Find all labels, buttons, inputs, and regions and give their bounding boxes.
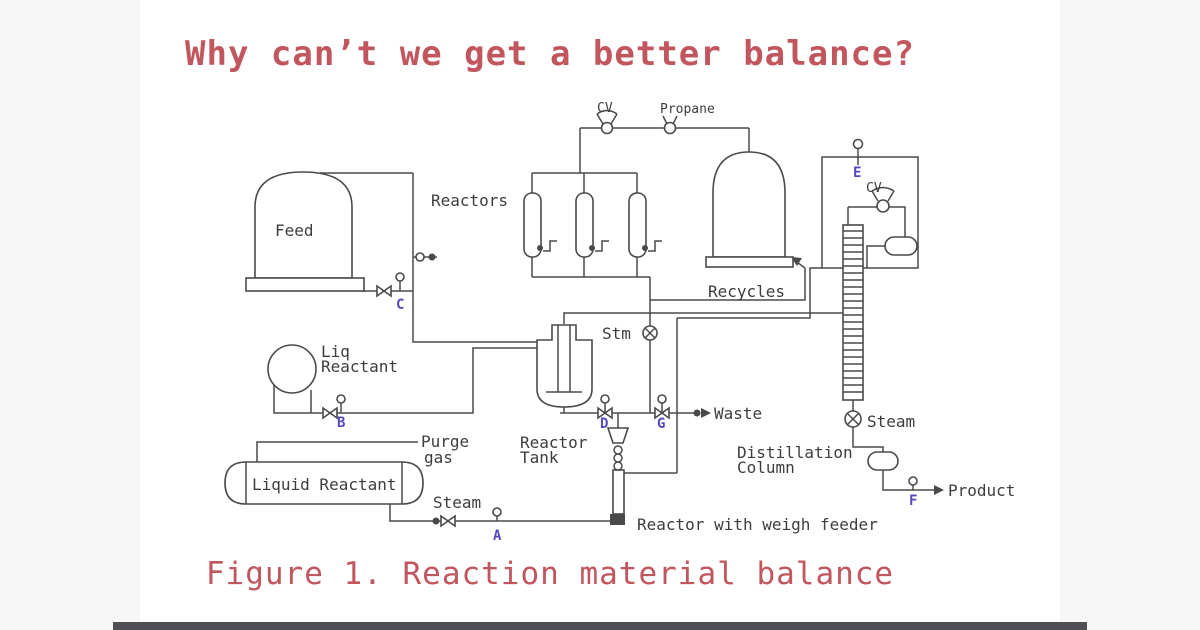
left-margin	[0, 0, 140, 630]
weigh-feeder-note: Reactor with weigh feeder	[637, 515, 878, 534]
condenser-box	[821, 156, 919, 269]
steam-column-label: Steam	[867, 412, 915, 431]
valve-b: B	[322, 394, 346, 431]
reactors-label: Reactors	[431, 191, 508, 210]
valve-a: A	[492, 507, 502, 544]
feed-stub-fittings	[415, 252, 436, 262]
reactor-level-indicators	[537, 240, 662, 252]
cv-valve-top: CV	[596, 101, 618, 135]
liq-reactant-label-1: Liq	[321, 342, 350, 361]
column-steam-valve: Steam	[844, 410, 915, 431]
valve-f: F	[908, 476, 918, 509]
liq-reactant-sphere: Liq Reactant	[267, 342, 398, 414]
valve-c-label: C	[396, 297, 404, 313]
valve-e-label: E	[853, 165, 861, 181]
figure-caption: Figure 1. Reaction material balance	[205, 556, 895, 592]
valve-b-label: B	[337, 415, 345, 431]
liquid-reactant-tank: Liquid Reactant	[224, 461, 424, 505]
propane-valve: Propane	[660, 102, 715, 135]
purge-label-1: Purge	[421, 432, 469, 451]
right-margin	[1060, 0, 1200, 630]
bottoms-drum	[867, 451, 899, 471]
feed-tank: Feed	[245, 171, 365, 292]
cv-valve-condenser: CV	[866, 181, 895, 213]
valve-a-label: A	[493, 528, 502, 544]
valve-c: C	[376, 272, 405, 313]
condenser-drum	[884, 236, 918, 256]
purge-gas-label: Purge gas	[421, 432, 469, 467]
reactor-2	[575, 192, 594, 258]
purge-label-2: gas	[424, 448, 453, 467]
reactor-tank-label-2: Tank	[520, 448, 559, 467]
steam-valve-bottom: Steam	[432, 493, 481, 528]
feed-tank-label: Feed	[275, 221, 314, 240]
cv-top-label: CV	[597, 101, 613, 116]
column-trays	[843, 230, 863, 393]
valve-d: D	[597, 394, 613, 432]
recycles-label: Recycles	[708, 282, 785, 301]
distillation-label-1: Distillation	[737, 443, 853, 462]
reactor-tank: Reactor Tank	[520, 324, 593, 467]
stm-label: Stm	[602, 324, 631, 343]
stm-valve: Stm	[602, 324, 658, 343]
valve-e: E	[852, 138, 864, 181]
waste-label: Waste	[714, 404, 762, 423]
valve-d-label: D	[600, 416, 608, 432]
valve-g: G	[654, 394, 670, 432]
liquid-reactant-label: Liquid Reactant	[252, 475, 397, 494]
weigh-feeder: Reactor with weigh feeder	[606, 427, 878, 534]
liq-reactant-label-2: Reactant	[321, 357, 398, 376]
product-label: Product	[948, 481, 1015, 500]
reactor-tank-label-1: Reactor	[520, 433, 588, 452]
piping	[256, 127, 935, 522]
reactor-1	[523, 192, 542, 258]
reactor-3	[628, 192, 647, 258]
steam-bottom-label: Steam	[433, 493, 481, 512]
reactors: Reactors	[431, 191, 662, 258]
recycle-vessel: Recycles	[705, 151, 794, 301]
waste-arrow: Waste	[693, 404, 762, 423]
distillation-column: Distillation Column	[737, 224, 864, 477]
valve-g-label: G	[657, 416, 665, 432]
valve-f-label: F	[909, 493, 917, 509]
cv-condenser-label: CV	[866, 181, 882, 196]
distillation-label-2: Column	[737, 458, 795, 477]
propane-label: Propane	[660, 102, 715, 117]
page-title: Why can’t we get a better balance?	[185, 34, 915, 74]
product-arrow: Product	[934, 481, 1015, 500]
bottom-bar	[113, 622, 1087, 630]
